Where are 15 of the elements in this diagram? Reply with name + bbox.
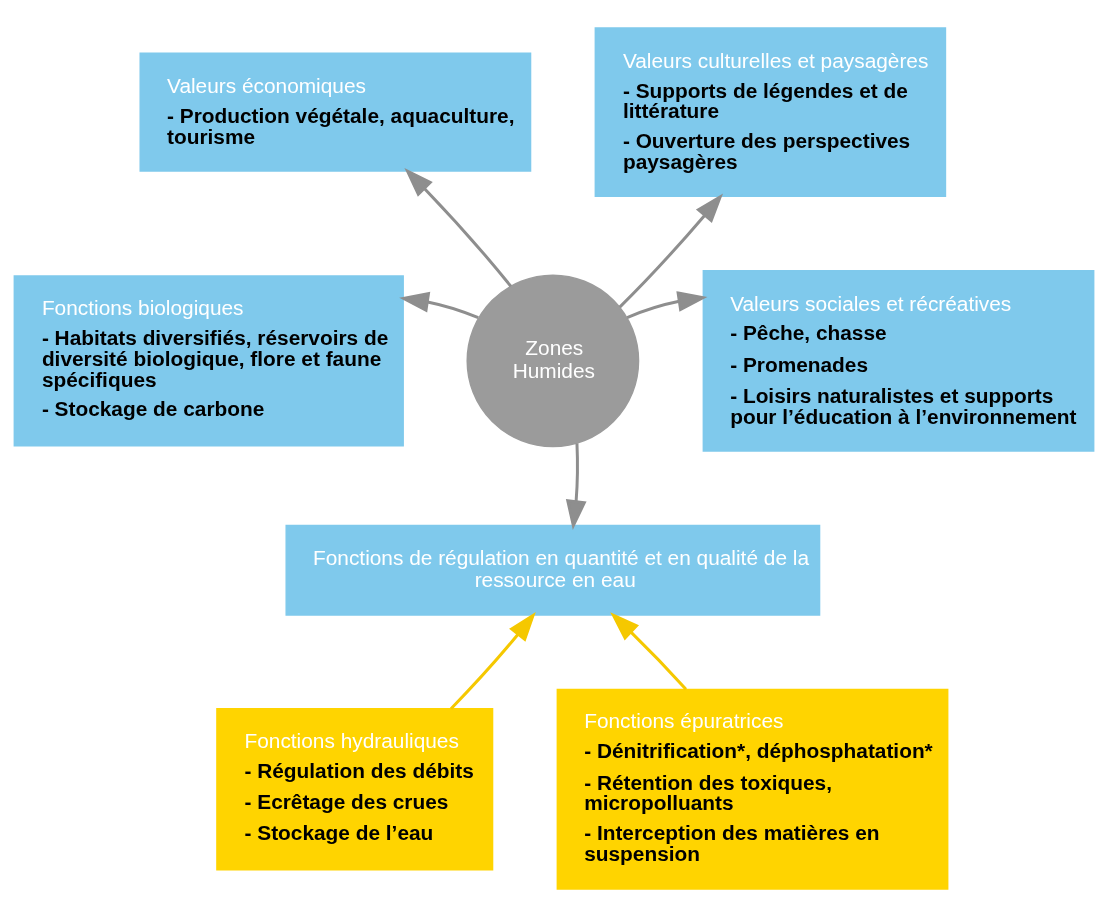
node-circle: Zones Humides bbox=[466, 274, 640, 447]
arrow bbox=[399, 291, 479, 319]
arrow bbox=[565, 442, 587, 530]
arrow bbox=[618, 192, 724, 308]
arrow bbox=[449, 611, 536, 710]
node-box: Fonctions hydrauliques - Régulation des débits - Ecrêtage des crues - Stockage de l’eau bbox=[216, 707, 494, 870]
node-box: Fonctions épuratrices - Dénitrification*, déphosphatation* - Rétention des toxiques, micropolluants - Interception des matières en suspension bbox=[556, 688, 949, 890]
node-box: Fonctions de régulation en quantité et en qualité de la ressource en eau bbox=[285, 524, 821, 616]
node-box: Valeurs culturelles et paysagères - Supports de légendes et de littérature - Ouverture des perspectives paysagères bbox=[594, 26, 947, 197]
arrow bbox=[610, 611, 688, 690]
node-box: Fonctions biologiques - Habitats diversifiés, réservoirs de diversité biologique, flore et faune spécifiques - Stockage de carbone bbox=[13, 274, 404, 447]
node-box: Valeurs économiques - Production végétale, aquaculture, tourisme bbox=[139, 52, 532, 172]
node-box: Valeurs sociales et récréatives - Pêche, chasse - Promenades - Loisirs naturalistes et supports pour l’éducation à l’environnement bbox=[702, 269, 1095, 452]
arrow bbox=[626, 290, 708, 319]
arrow bbox=[404, 167, 512, 287]
